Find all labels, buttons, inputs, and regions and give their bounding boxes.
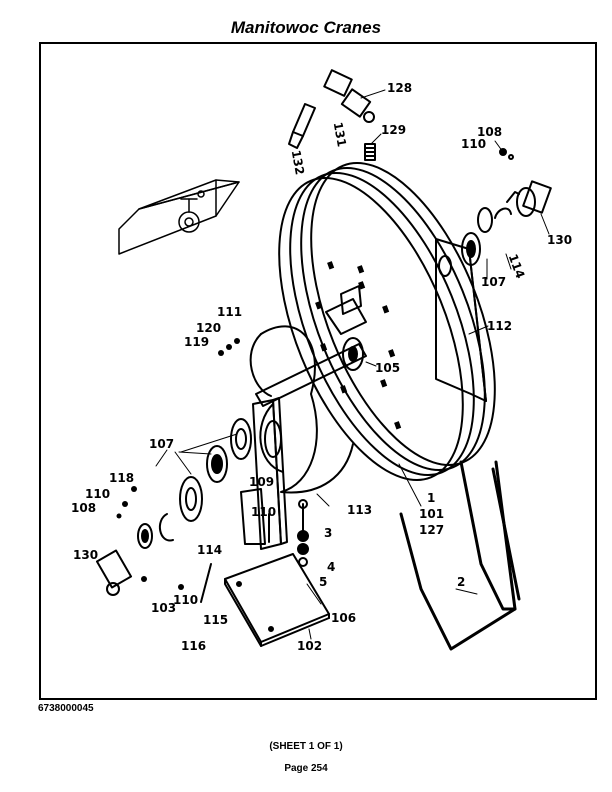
sheet-indicator: (SHEET 1 OF 1) (269, 741, 343, 752)
page-number: Page 254 (284, 763, 328, 774)
callout-107-left: 107 (149, 437, 174, 451)
callout-115: 115 (203, 613, 228, 627)
stand-bolts (200, 499, 309, 603)
right-bearing-assembly (461, 148, 552, 266)
callout-130-left: 130 (73, 548, 98, 562)
exploded-parts-diagram: 128 131 129 132 108 110 130 114 107 112 … (71, 69, 572, 653)
callout-4: 4 (327, 560, 335, 574)
callout-118: 118 (109, 471, 134, 485)
callout-101: 101 (419, 507, 444, 521)
callout-120: 120 (196, 321, 221, 335)
callout-5: 5 (319, 575, 327, 589)
callout-110-left: 110 (85, 487, 110, 501)
callout-113: 113 (347, 503, 372, 517)
inset-sketch (118, 179, 240, 255)
callout-106: 106 (331, 611, 356, 625)
callout-105: 105 (375, 361, 400, 375)
callout-132: 132 (289, 149, 307, 176)
callout-103: 103 (151, 601, 176, 615)
callout-114-left: 114 (197, 543, 222, 557)
callout-112: 112 (487, 319, 512, 333)
callout-3: 3 (324, 526, 332, 540)
callout-108-top: 108 (477, 125, 502, 139)
callout-110-low: 110 (173, 593, 198, 607)
callout-110-top: 110 (461, 137, 486, 151)
left-support-stand (224, 397, 330, 647)
callout-labels: 128 131 129 132 108 110 130 114 107 112 … (71, 81, 572, 653)
callout-129: 129 (381, 123, 406, 137)
right-support-plate (435, 238, 487, 402)
callout-127: 127 (419, 523, 444, 537)
top-swivel-assembly (288, 69, 376, 161)
left-elbow-fitting (95, 549, 133, 596)
callout-109: 109 (249, 475, 274, 489)
drawing-number: 6738000045 (38, 703, 94, 714)
callout-102: 102 (297, 639, 322, 653)
center-shaft-assembly (255, 285, 367, 458)
callout-130-top: 130 (547, 233, 572, 247)
callout-116: 116 (181, 639, 206, 653)
callout-108-left: 108 (71, 501, 96, 515)
left-bearing-stack (137, 418, 252, 549)
callout-114-top: 114 (506, 252, 528, 280)
callout-1: 1 (427, 491, 435, 505)
page-header-title: Manitowoc Cranes (230, 18, 382, 37)
callout-2: 2 (457, 575, 465, 589)
callout-131: 131 (331, 121, 349, 148)
left-fasteners (116, 338, 240, 590)
callout-119: 119 (184, 335, 209, 349)
diagram-frame: 128 131 129 132 108 110 130 114 107 112 … (39, 42, 597, 700)
callout-110-mid: 110 (251, 505, 276, 519)
leader-lines (155, 89, 550, 640)
u-bolt-clamp (399, 460, 521, 651)
callout-128: 128 (387, 81, 412, 95)
callout-111: 111 (217, 305, 242, 319)
callout-107-top: 107 (481, 275, 506, 289)
